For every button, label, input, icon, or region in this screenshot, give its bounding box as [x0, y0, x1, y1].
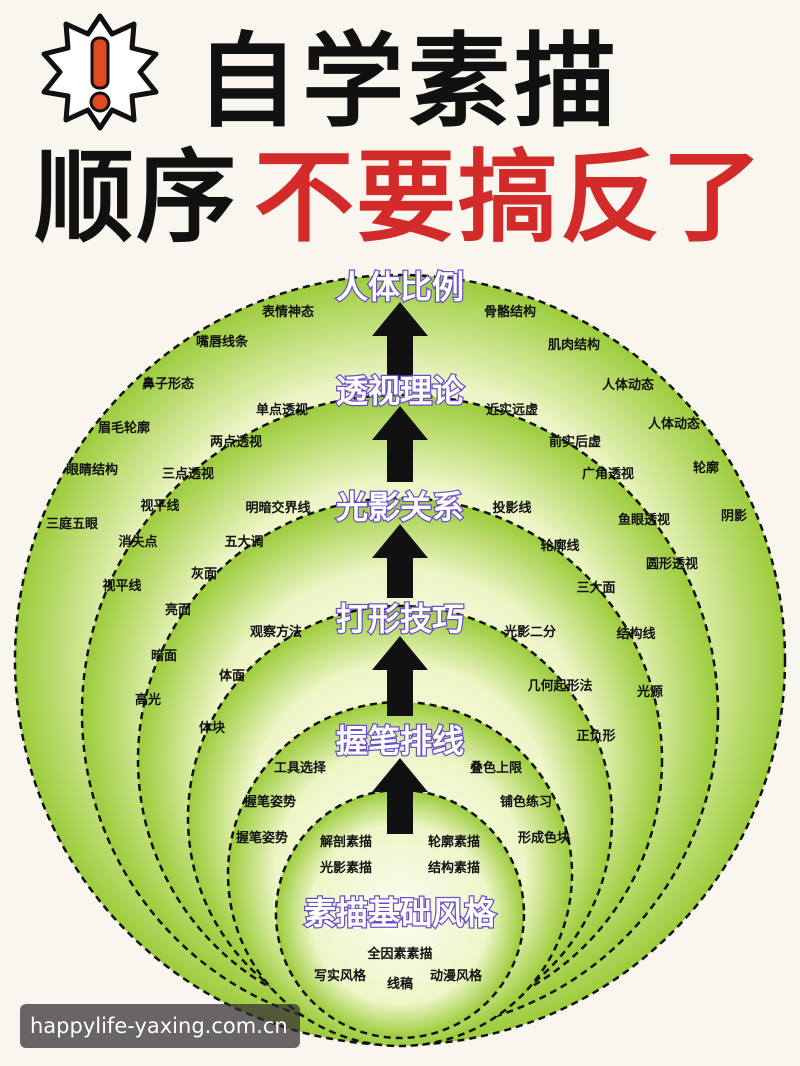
- ring-label: 表情神态: [261, 304, 314, 320]
- ring-label: 鱼眼透视: [618, 512, 670, 528]
- ring-label: 三点透视: [162, 466, 214, 482]
- ring-label: 圆形透视: [646, 556, 698, 572]
- stage-human-proportion: 人体比例: [336, 268, 464, 306]
- ring-label: 光影二分: [503, 624, 556, 640]
- ring-label: 轮廓线: [540, 538, 579, 554]
- ring-label: 明暗交界线: [245, 500, 310, 516]
- ring-label: 握笔姿势: [244, 794, 296, 810]
- ring-label: 观察方法: [250, 624, 302, 640]
- ring-label: 人体动态: [648, 416, 700, 432]
- ring-label: 线稿: [387, 976, 413, 992]
- ring-label: 形成色块: [518, 830, 571, 846]
- ring-label: 阴影: [721, 508, 747, 524]
- ring-label: 五大调: [224, 534, 263, 550]
- stage-pen-hatching: 握笔排线: [336, 722, 464, 760]
- ring-label: 肌肉结构: [548, 337, 600, 353]
- ring-label: 工具选择: [274, 760, 327, 776]
- up-arrow-icon: [372, 406, 428, 482]
- ring-label: 轮廓素描: [428, 834, 480, 850]
- ring-label: 高光: [135, 692, 161, 708]
- ring-label: 轮廓: [693, 460, 719, 476]
- ring-label: 近实远虚: [486, 402, 538, 418]
- ring-label: 骨骼结构: [484, 304, 536, 320]
- ring-label: 嘴唇线条: [196, 334, 249, 350]
- ring-label: 握笔姿势: [236, 830, 288, 846]
- stage-shaping: 打形技巧: [336, 600, 464, 638]
- ring-label: 叠色上限: [470, 760, 523, 776]
- ring-labels: 表情神态 骨骼结构 嘴唇线条 肌肉结构 鼻子形态 人体动态 眉毛轮廓 人体动态 …: [46, 304, 747, 992]
- stage-light-shadow: 光影关系: [336, 488, 464, 526]
- ring-label: 三庭五眼: [46, 516, 99, 532]
- ring-label: 写实风格: [314, 968, 367, 984]
- ring-label: 结构素描: [428, 860, 480, 876]
- ring-label: 亮面: [165, 602, 191, 618]
- ring-label: 光影素描: [319, 860, 372, 876]
- watermark: happylife-yaxing.com.cn: [20, 1004, 300, 1048]
- ring-label: 前实后虚: [549, 434, 601, 450]
- ring-label: 几何起形法: [527, 678, 592, 694]
- ring-label: 消失点: [118, 534, 157, 550]
- arrow-group: [372, 302, 428, 834]
- ring-label: 结构线: [616, 626, 655, 642]
- ring-label: 视平线: [140, 498, 179, 514]
- ring-label: 眉毛轮廓: [98, 420, 150, 436]
- ring-label: 两点透视: [210, 434, 262, 450]
- ring-label: 正负形: [576, 728, 615, 744]
- ring-label: 暗面: [151, 648, 177, 664]
- ring-label: 全因素素描: [366, 946, 432, 962]
- ring-label: 动漫风格: [430, 968, 483, 984]
- ring-label: 解剖素描: [319, 834, 372, 850]
- ring-label: 鼻子形态: [142, 376, 194, 392]
- stage-perspective: 透视理论: [336, 372, 465, 410]
- ring-label: 灰面: [191, 566, 217, 582]
- up-arrow-icon: [372, 758, 428, 834]
- ring-label: 单点透视: [256, 402, 308, 418]
- title-line-2-highlight: 不要搞反了: [254, 139, 764, 256]
- ring-label: 体面: [219, 668, 245, 684]
- stage-titles: 人体比例 透视理论 光影关系 打形技巧 握笔排线 素描基础风格: [303, 267, 499, 934]
- exclamation-burst-icon: [41, 13, 159, 131]
- stage-basic-styles: 素描基础风格: [304, 894, 497, 932]
- ring-label: 体块: [199, 720, 226, 736]
- ring-label: 投影线: [492, 500, 531, 516]
- ring-label: 眼睛结构: [66, 462, 118, 478]
- ring-label: 铺色练习: [500, 794, 552, 810]
- title-line-2-prefix: 顺序: [34, 139, 238, 256]
- up-arrow-icon: [372, 524, 428, 598]
- up-arrow-icon: [372, 302, 428, 380]
- ring-label: 视平线: [102, 578, 141, 594]
- up-arrow-icon: [372, 636, 428, 716]
- title-line-1: 自学素描: [196, 23, 620, 142]
- ring-label: 三大面: [576, 580, 615, 596]
- ring-label: 人体动态: [602, 377, 654, 393]
- ring-basic-styles: [274, 788, 526, 1040]
- ring-label: 广角透视: [582, 466, 634, 482]
- ring-label: 光源: [636, 684, 663, 700]
